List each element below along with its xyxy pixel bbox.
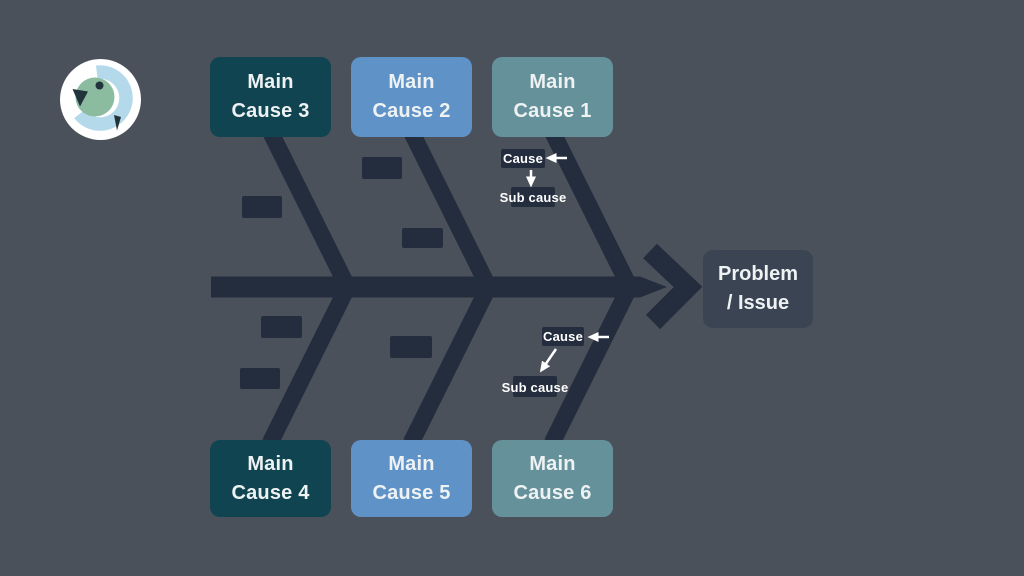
cause-placeholder[interactable]	[261, 316, 302, 338]
logo-bird-eye	[95, 81, 104, 90]
logo-swirl	[74, 65, 133, 131]
logo-bird-beak	[72, 89, 88, 107]
main-cause-2-line2: Cause 2	[372, 100, 451, 122]
main-cause-1-line1: Main	[529, 71, 576, 93]
bone-main-cause-1	[544, 127, 642, 300]
main-cause-3-line1: Main	[247, 71, 294, 93]
bone-main-cause-2	[403, 127, 501, 300]
main-cause-4-box[interactable]: Main Cause 4	[210, 440, 331, 517]
main-cause-1-line2: Cause 1	[513, 100, 592, 122]
logo-bird-tail	[114, 115, 121, 131]
sub-cause-label-top[interactable]: Sub cause	[499, 189, 567, 205]
cause-label-top[interactable]: Cause	[502, 150, 544, 166]
sub-cause-pointer-arrow-icon	[539, 348, 558, 373]
main-cause-5-line2: Cause 5	[372, 481, 451, 504]
spine-arrowhead-icon	[643, 243, 703, 330]
main-cause-3-box[interactable]: Main Cause 3	[210, 57, 331, 137]
sub-cause-label-bottom[interactable]: Sub cause	[501, 380, 569, 395]
main-cause-3-line2: Cause 3	[231, 100, 310, 122]
main-cause-4-line2: Cause 4	[231, 481, 310, 504]
problem-line2: / Issue	[726, 292, 790, 314]
cause-placeholder[interactable]	[402, 228, 443, 248]
cause-placeholder[interactable]	[362, 157, 402, 179]
bone-main-cause-6	[544, 274, 642, 447]
cause-placeholder[interactable]	[240, 368, 280, 389]
main-cause-6-box[interactable]: Main Cause 6	[492, 440, 613, 517]
cause-label-bottom[interactable]: Cause	[542, 329, 584, 344]
sub-cause-chip-top[interactable]	[511, 187, 555, 207]
bone-main-cause-5	[403, 274, 501, 447]
cause-placeholder[interactable]	[242, 196, 282, 218]
main-cause-5-box[interactable]: Main Cause 5	[351, 440, 472, 517]
cause-chip-top[interactable]	[501, 149, 545, 168]
problem-issue-box[interactable]: Problem / Issue	[703, 250, 813, 328]
main-cause-5-line1: Main	[388, 452, 435, 475]
problem-line1: Problem	[717, 263, 799, 285]
main-cause-1-box[interactable]: Main Cause 1	[492, 57, 613, 137]
spine	[211, 276, 667, 298]
main-cause-6-line1: Main	[529, 452, 576, 475]
bone-main-cause-4	[262, 274, 360, 447]
sub-cause-chip-bottom[interactable]	[513, 376, 557, 397]
main-cause-2-box[interactable]: Main Cause 2	[351, 57, 472, 137]
main-cause-2-line1: Main	[388, 71, 435, 93]
main-cause-4-line1: Main	[247, 452, 294, 475]
bird-logo	[60, 59, 141, 140]
cause-placeholder[interactable]	[390, 336, 432, 358]
bone-main-cause-3	[262, 127, 360, 300]
logo-bird-head	[75, 77, 115, 117]
cause-chip-bottom[interactable]	[542, 327, 584, 346]
main-cause-6-line2: Cause 6	[513, 481, 592, 504]
